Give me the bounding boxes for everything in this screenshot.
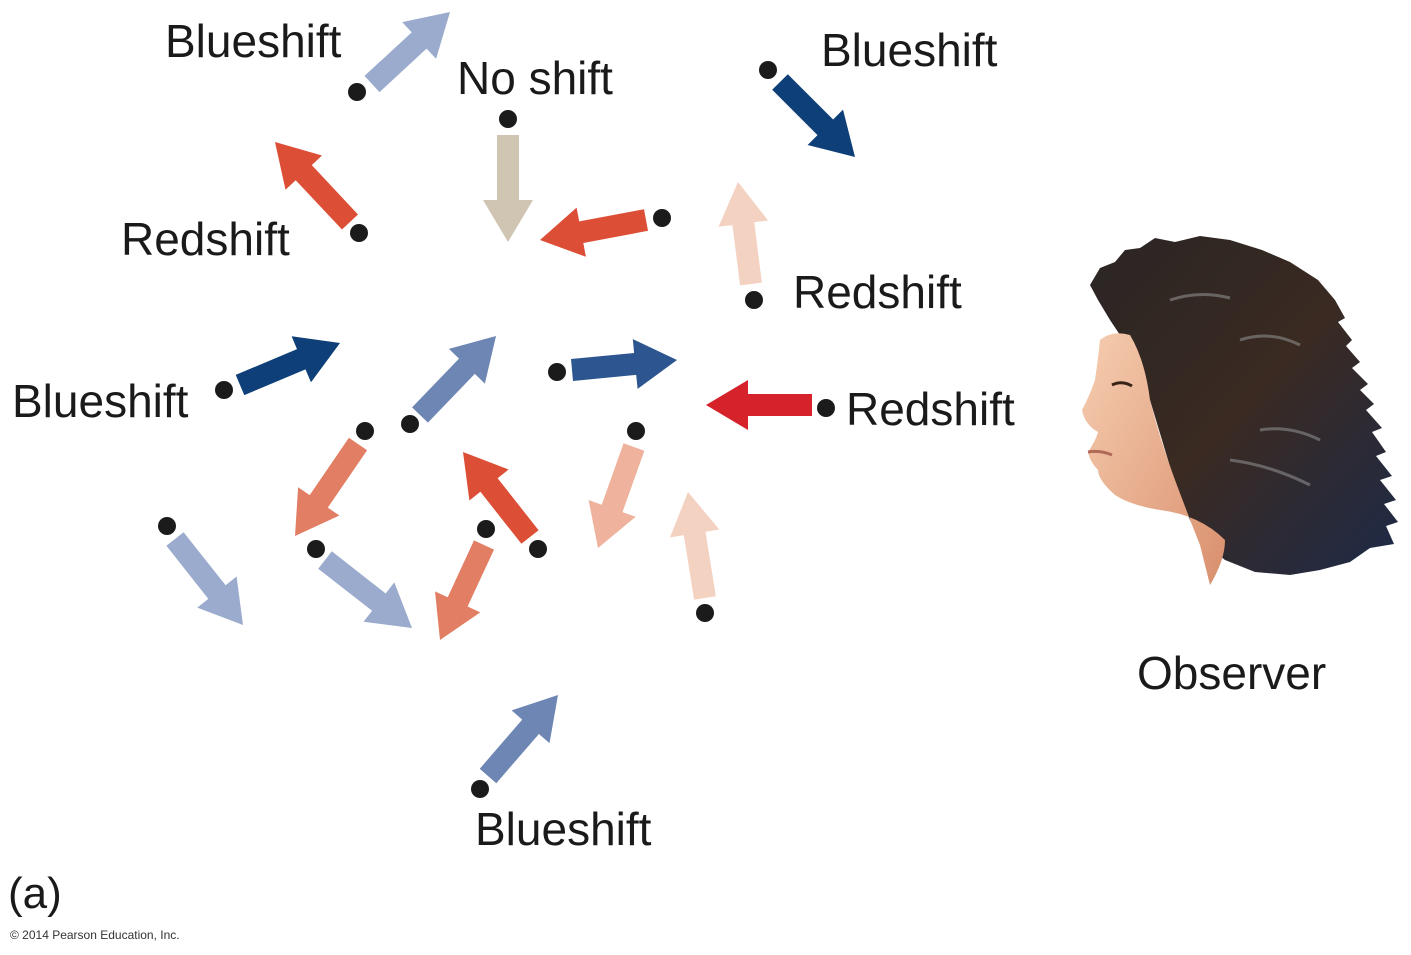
blueshift-arrow [235, 336, 340, 396]
blueshift-arrow [412, 336, 496, 423]
redshift-arrow [588, 443, 645, 548]
redshift-arrow [275, 142, 358, 230]
galaxy-dot [356, 422, 374, 440]
copyright-notice: © 2014 Pearson Education, Inc. [10, 928, 180, 942]
galaxy-dots [158, 61, 835, 798]
no-shift-arrow [483, 135, 533, 242]
redshift-arrow [435, 540, 494, 640]
observer-lips [1087, 449, 1113, 457]
blueshift-arrow [318, 551, 412, 628]
panel-label: (a) [8, 869, 62, 918]
label-no-shift: No shift [457, 52, 613, 104]
galaxy-dot [759, 61, 777, 79]
blueshift-arrow [364, 12, 450, 93]
galaxy-dot [627, 422, 645, 440]
observer-hair [1090, 236, 1398, 575]
observer-eye [1111, 381, 1133, 388]
galaxy-dot [307, 540, 325, 558]
blueshift-arrow [166, 532, 243, 625]
galaxy-dot [215, 381, 233, 399]
galaxy-dot [348, 83, 366, 101]
galaxy-dot [158, 517, 176, 535]
galaxy-dot [696, 604, 714, 622]
label-redshift-right-upper: Redshift [793, 266, 962, 318]
galaxy-dot [401, 415, 419, 433]
label-redshift-left: Redshift [121, 213, 290, 265]
galaxy-dot [350, 224, 368, 242]
label-redshift-right: Redshift [846, 383, 1015, 435]
redshift-arrow [718, 182, 769, 286]
label-blueshift-bottom: Blueshift [475, 803, 652, 855]
redshift-arrow [463, 452, 539, 544]
blueshift-arrow [571, 339, 677, 389]
galaxy-dot [529, 540, 547, 558]
label-blueshift-left: Blueshift [12, 375, 189, 427]
galaxy-dot [477, 520, 495, 538]
galaxy-dot [471, 780, 489, 798]
redshift-arrow [670, 492, 720, 600]
blueshift-arrow [479, 695, 558, 784]
observer-face [1082, 333, 1225, 585]
galaxy-dot [499, 110, 517, 128]
label-observer: Observer [1137, 647, 1327, 699]
observer-head-illustration [1082, 236, 1398, 585]
label-blueshift-top-left: Blueshift [165, 15, 342, 67]
motion-arrows [166, 12, 855, 784]
galaxy-dot [653, 209, 671, 227]
redshift-arrow [540, 207, 648, 257]
label-blueshift-top-right: Blueshift [821, 24, 998, 76]
redshift-arrow [295, 437, 368, 536]
blueshift-arrow [772, 74, 855, 157]
galaxy-dot [817, 399, 835, 417]
galaxy-dot [745, 291, 763, 309]
redshift-arrow [706, 380, 812, 430]
galaxy-dot [548, 363, 566, 381]
